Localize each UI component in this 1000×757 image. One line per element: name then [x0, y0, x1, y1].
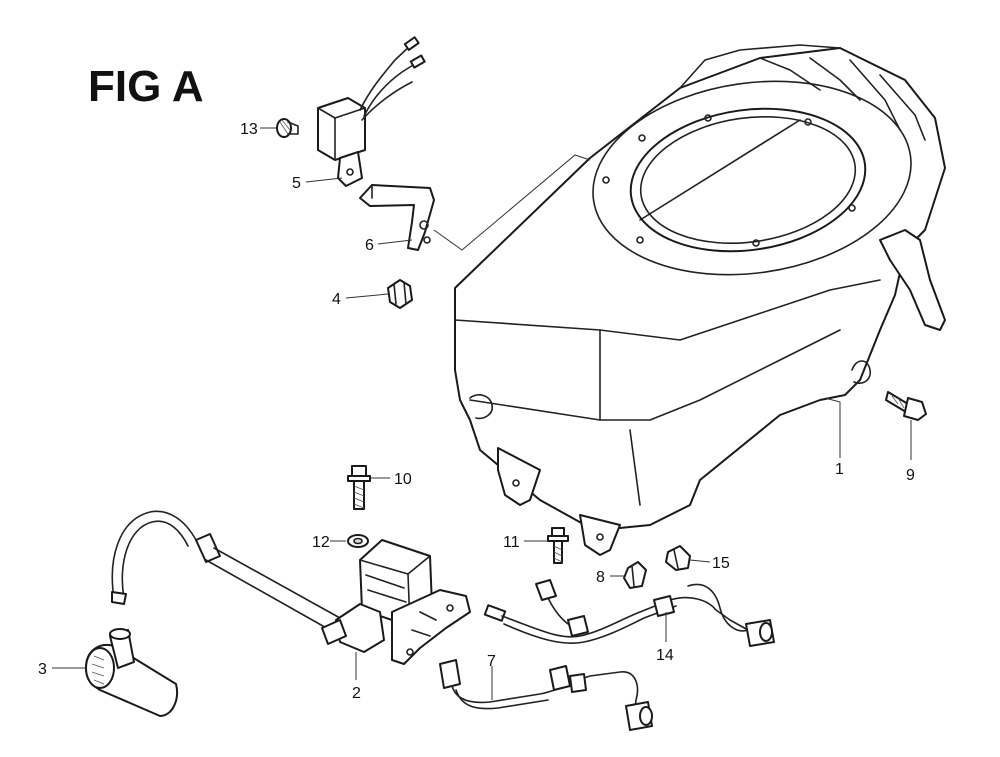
callout-12: 12 [312, 534, 330, 551]
callout-1: 1 [835, 461, 844, 478]
washer-12 [347, 534, 369, 548]
callout-14: 14 [656, 647, 674, 664]
wire-clip-15 [665, 545, 691, 571]
callout-5: 5 [292, 175, 301, 192]
spark-plug-cap [85, 628, 178, 717]
mounting-bracket [359, 154, 591, 251]
callout-11: 11 [503, 534, 520, 551]
callout-15: 15 [712, 555, 730, 572]
callout-9: 9 [906, 467, 915, 484]
wire-clip-4 [387, 279, 413, 309]
fan-cover-shroud [454, 44, 946, 556]
callout-3: 3 [38, 661, 47, 678]
callout-labels: 13 5 6 4 1 9 10 12 11 2 3 8 15 14 7 [38, 121, 915, 702]
flange-bolt-9 [885, 391, 927, 421]
flange-bolt-11 [547, 527, 569, 564]
flange-bolt-13 [276, 118, 299, 138]
callout-13: 13 [240, 121, 258, 138]
callout-8: 8 [596, 569, 605, 586]
callout-6: 6 [365, 237, 374, 254]
wire-harness-short [439, 659, 653, 731]
callout-2: 2 [352, 685, 361, 702]
wire-harness-long [483, 579, 775, 647]
leader-lines [52, 127, 912, 700]
callout-7: 7 [487, 653, 496, 670]
wire-clip-8 [623, 561, 647, 589]
callout-4: 4 [332, 291, 341, 308]
switch-relay-unit [317, 36, 426, 187]
ignition-coil [111, 510, 471, 665]
figure-title: FIG A [88, 62, 204, 111]
callout-10: 10 [394, 471, 412, 488]
flange-bolt-10 [347, 465, 371, 510]
